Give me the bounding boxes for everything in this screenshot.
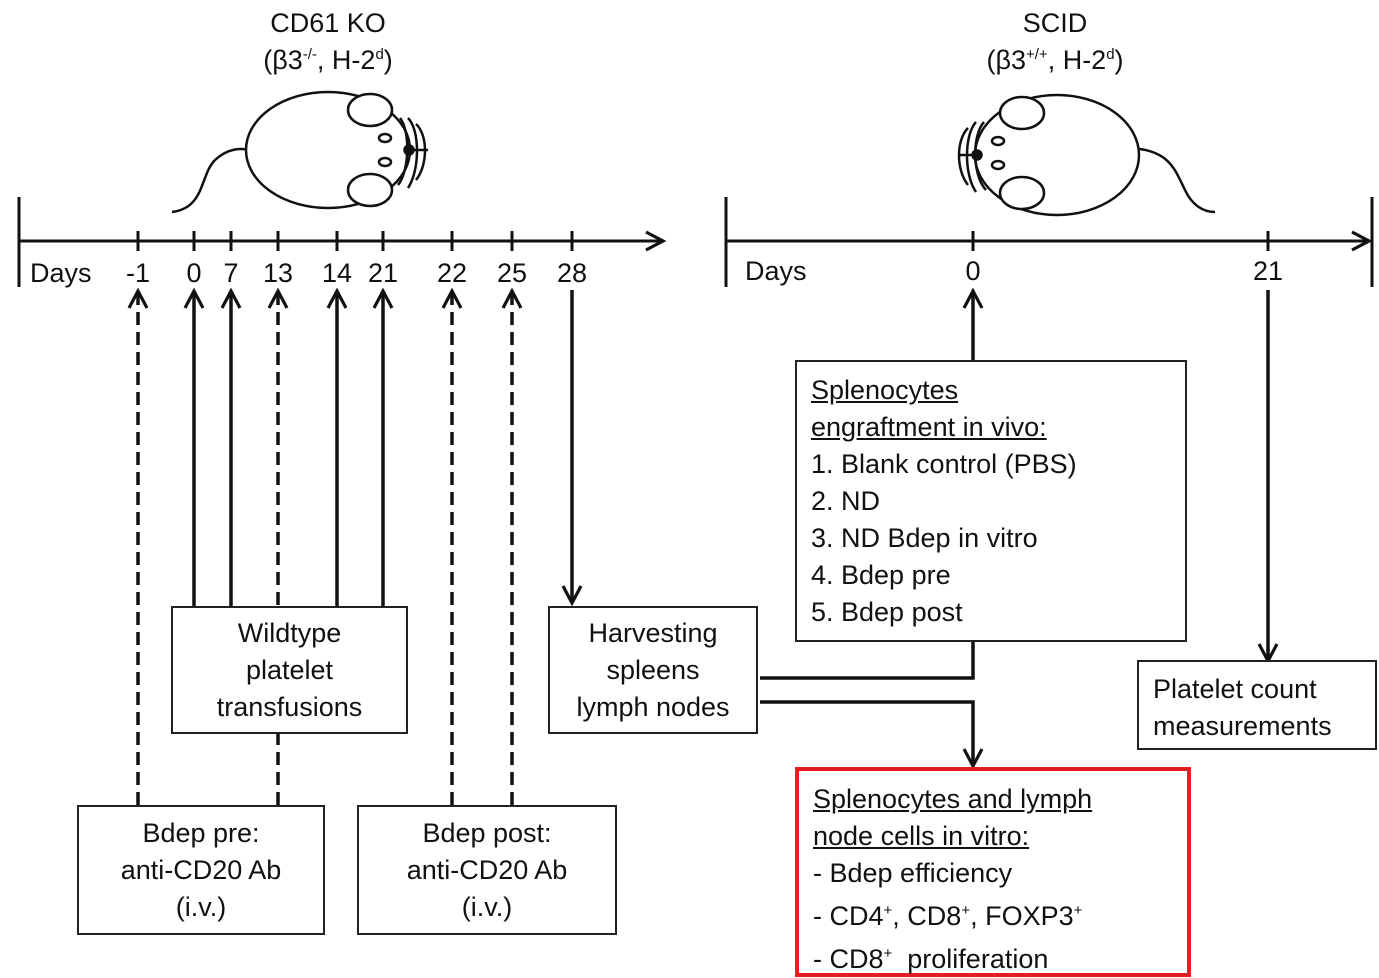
- left-tick-label: 14: [322, 258, 352, 288]
- cd61-ko-mouse-icon: [171, 90, 428, 214]
- engraftment-item: 1. Blank control (PBS): [811, 449, 1077, 479]
- harvest-to-engraftment-connector: [760, 640, 975, 680]
- engraftment-item: 2. ND: [811, 486, 881, 516]
- invitro-heading-2: node cells in vitro:: [813, 821, 1030, 851]
- left-mouse-genotype: (β3-/-, H-2d): [263, 45, 393, 75]
- platelet-count-line-2: measurements: [1153, 711, 1332, 741]
- left-tick-label: 21: [368, 258, 398, 288]
- platelet-transfusion-box: Wildtype platelet transfusions: [171, 606, 408, 734]
- scid-mouse-icon: [957, 93, 1216, 217]
- left-tick-label: 13: [263, 258, 293, 288]
- harvest-line-2: spleens: [606, 654, 700, 685]
- right-mouse-genotype: (β3+/+, H-2d): [986, 45, 1123, 75]
- bdep-pre-box: Bdep pre: anti-CD20 Ab (i.v.): [77, 805, 325, 935]
- transfusion-line-3: transfusions: [216, 691, 363, 722]
- harvest-line-3: lymph nodes: [576, 691, 730, 722]
- left-tick-label: 28: [557, 258, 587, 288]
- engraftment-item: 3. ND Bdep in vitro: [811, 523, 1038, 553]
- left-tick-label: 22: [437, 258, 467, 288]
- engraftment-item: 5. Bdep post: [811, 597, 963, 627]
- bdep-post-line-1: Bdep post:: [422, 817, 552, 848]
- bdep-pre-line-3: (i.v.): [175, 891, 227, 922]
- bdep-post-box: Bdep post: anti-CD20 Ab (i.v.): [357, 805, 617, 935]
- harvest-line-1: Harvesting: [588, 617, 718, 648]
- engraftment-heading-1: Splenocytes: [811, 375, 959, 405]
- right-mouse-title: SCID: [1023, 8, 1088, 38]
- invitro-analysis-box: Splenocytes and lymph node cells in vitr…: [795, 767, 1191, 977]
- engraftment-item: 4. Bdep pre: [811, 560, 951, 590]
- bdep-post-line-3: (i.v.): [461, 891, 513, 922]
- left-mouse-title: CD61 KO: [270, 8, 386, 38]
- platelet-count-box: Platelet count measurements: [1137, 660, 1377, 750]
- left-tick-label: -1: [126, 258, 150, 288]
- bdep-post-line-2: anti-CD20 Ab: [406, 854, 568, 885]
- harvest-box: Harvesting spleens lymph nodes: [548, 606, 758, 734]
- transfusion-line-1: Wildtype: [237, 617, 342, 648]
- right-tick-label: 21: [1253, 256, 1283, 286]
- left-tick-label: 25: [497, 258, 527, 288]
- platelet-count-line-1: Platelet count: [1153, 674, 1317, 704]
- right-tick-label: 0: [965, 256, 980, 286]
- transfusion-line-2: platelet: [245, 654, 334, 685]
- invitro-heading-1: Splenocytes and lymph: [813, 784, 1093, 814]
- left-days-label: Days: [30, 258, 92, 288]
- engraftment-box: Splenocytes engraftment in vivo: 1. Blan…: [795, 360, 1187, 642]
- invitro-item-markers: - CD4+, CD8+, FOXP3+: [813, 901, 1083, 931]
- left-tick-label: 0: [186, 258, 201, 288]
- bdep-pre-line-2: anti-CD20 Ab: [120, 854, 282, 885]
- engraftment-heading-2: engraftment in vivo:: [811, 412, 1047, 442]
- left-tick-label: 7: [223, 258, 238, 288]
- right-days-label: Days: [745, 256, 807, 286]
- bdep-pre-line-1: Bdep pre:: [142, 817, 260, 848]
- harvest-to-invitro-connector: [760, 700, 973, 765]
- invitro-item-proliferation: - CD8+ proliferation: [813, 944, 1049, 974]
- right-ticks: 0 21: [965, 231, 1283, 286]
- invitro-item-bdep-efficiency: - Bdep efficiency: [813, 858, 1013, 888]
